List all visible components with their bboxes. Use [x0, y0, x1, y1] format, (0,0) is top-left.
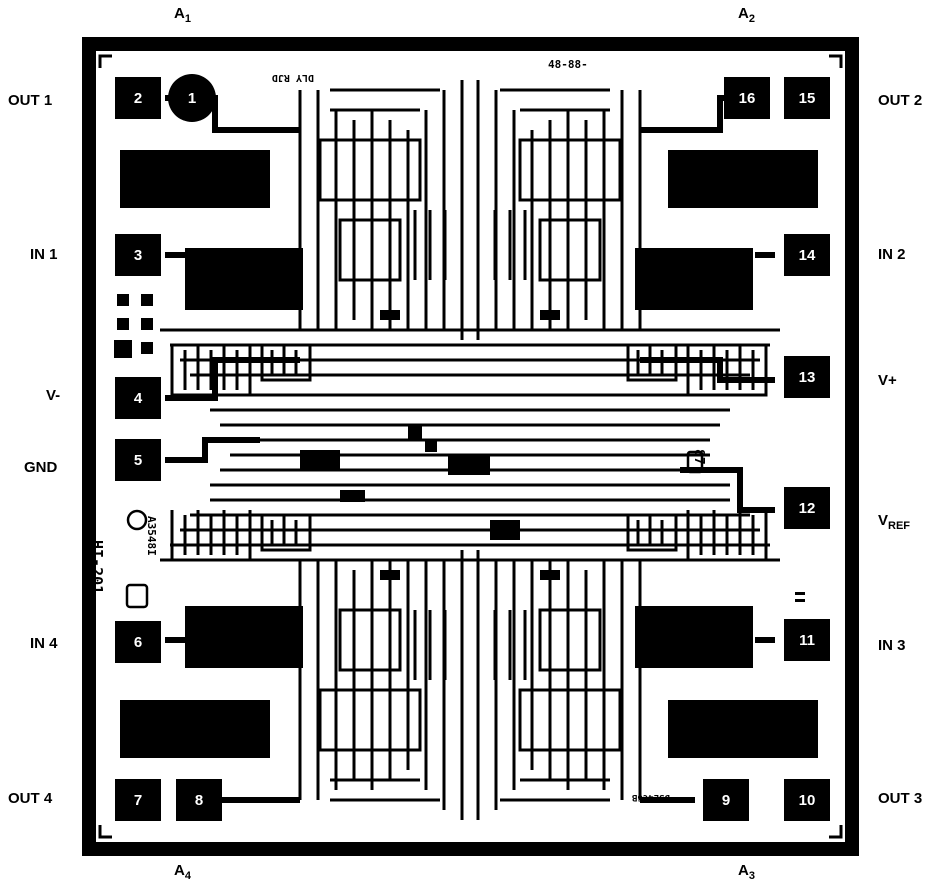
die-mask-code: A3548I: [145, 516, 158, 556]
pin-label-in2: IN 2: [878, 246, 906, 263]
pin-label-in4: IN 4: [30, 635, 58, 652]
test-squares: [114, 294, 153, 358]
die-initials: DLY RJD: [271, 72, 314, 83]
pad-10: 10: [784, 779, 830, 821]
die-rev: 87: [691, 449, 706, 465]
small-blocks: [300, 310, 560, 580]
pad-9: 9: [703, 779, 749, 821]
pin-label-vplus: V+: [878, 372, 897, 389]
pin-label-vminus: V-: [46, 387, 61, 404]
die-part-number: HI-201: [88, 540, 106, 595]
transistor-blocks: [120, 150, 818, 758]
pad-5: 5: [115, 439, 161, 481]
equals-marks: [795, 592, 805, 602]
pin-label-in1: IN 1: [30, 246, 58, 263]
pad-1: 1: [187, 89, 197, 107]
die-top-code: 48-88-: [548, 58, 588, 71]
pin-label-out3: OUT 3: [878, 790, 923, 807]
pad-14: 14: [784, 234, 830, 276]
pad-2: 2: [115, 77, 161, 119]
pad-6: 6: [115, 621, 161, 663]
pin-label-out1: OUT 1: [8, 92, 53, 109]
pad-13: 13: [784, 356, 830, 398]
pad-1-circle: [168, 74, 216, 122]
pin-label-gnd: GND: [24, 459, 58, 476]
corner-label-a4: A4: [174, 862, 191, 882]
corner-label-a3: A3: [738, 862, 755, 882]
pad-16: 16: [724, 77, 770, 119]
pad-7: 7: [115, 779, 161, 821]
pin-label-out4: OUT 4: [8, 790, 53, 807]
comb-structures: [170, 210, 768, 680]
corner-marks: [98, 54, 843, 839]
corner-label-a1: A1: [174, 5, 191, 25]
pin-label-out2: OUT 2: [878, 92, 923, 109]
pad-8: 8: [176, 779, 222, 821]
pin-label-in3: IN 3: [878, 637, 906, 654]
pad-3: 3: [115, 234, 161, 276]
corner-label-a2: A2: [738, 5, 755, 25]
die-bottom-code: D3E4C6B: [632, 792, 670, 802]
pad-11: 11: [784, 619, 830, 661]
pad-15: 15: [784, 77, 830, 119]
pad-12: 12: [784, 487, 830, 529]
pad-4: 4: [115, 377, 161, 419]
logo-marks: [125, 450, 704, 609]
pin-label-vref: VREF: [878, 512, 911, 532]
